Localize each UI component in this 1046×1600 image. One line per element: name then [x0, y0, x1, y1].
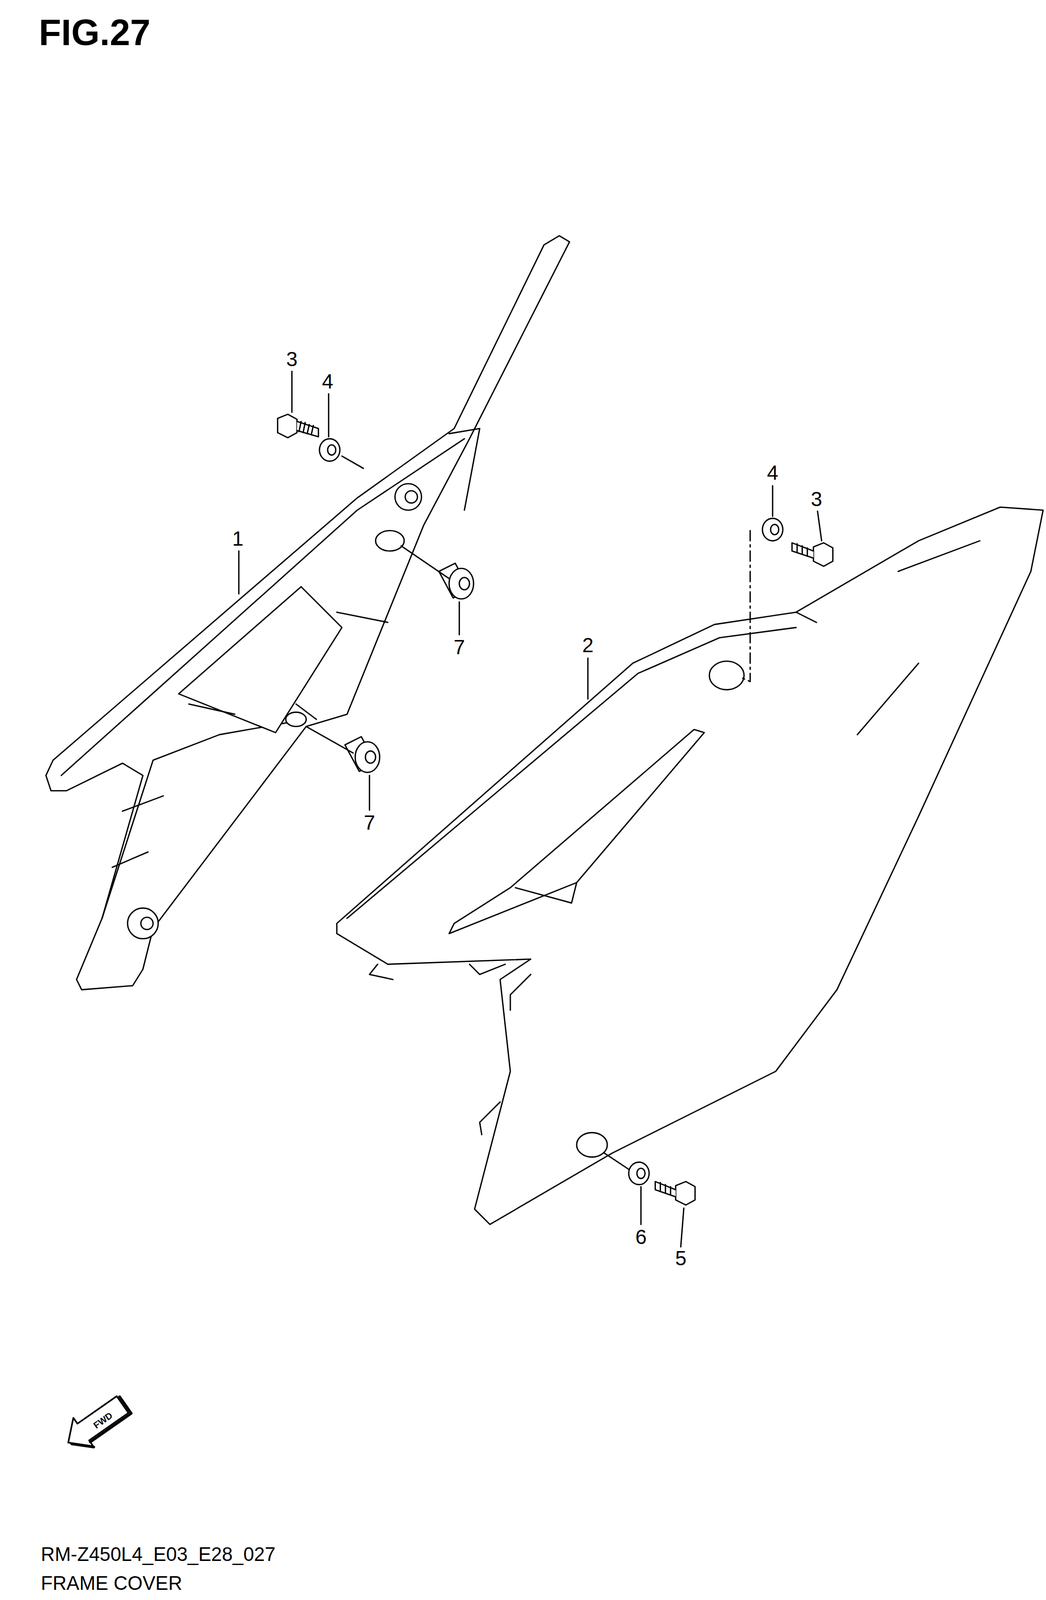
boss	[127, 483, 422, 939]
mount-hole	[285, 712, 306, 727]
callout-number: 6	[635, 1227, 647, 1248]
mount-hole	[375, 530, 404, 551]
callout-number: 3	[286, 349, 298, 370]
leader-line	[238, 371, 822, 1247]
drawing-code: RM-Z450L4_E03_E28_027	[40, 1545, 276, 1565]
callout-number: 1	[232, 528, 244, 549]
side-cover-edge	[346, 612, 817, 1135]
mount-hole	[709, 661, 744, 690]
frame-cover-edge	[61, 428, 480, 919]
figure-title: FIG.27	[38, 14, 151, 51]
collar	[344, 563, 474, 773]
forward-arrow-icon	[58, 1389, 135, 1458]
mount-hole	[576, 1132, 608, 1158]
figure-caption: FRAME COVER	[40, 1574, 183, 1594]
callout-number: 5	[675, 1248, 687, 1269]
callout-number: 4	[322, 371, 334, 392]
callout-number: 7	[363, 812, 375, 833]
side-cover-vent	[448, 729, 705, 934]
callout-number: 2	[582, 635, 594, 656]
callout-number: 4	[766, 462, 779, 483]
side-cover	[336, 507, 1043, 1225]
washer	[628, 518, 783, 1185]
callout-number: 3	[810, 489, 822, 510]
frame-cover-panel	[178, 586, 342, 734]
bolt	[655, 542, 833, 1206]
side-cover-vent	[515, 882, 577, 903]
bolt	[277, 414, 319, 438]
frame-cover-rib	[112, 704, 317, 868]
callout-number: 7	[453, 637, 465, 658]
side-cover-crease	[857, 540, 980, 735]
washer	[319, 438, 340, 462]
